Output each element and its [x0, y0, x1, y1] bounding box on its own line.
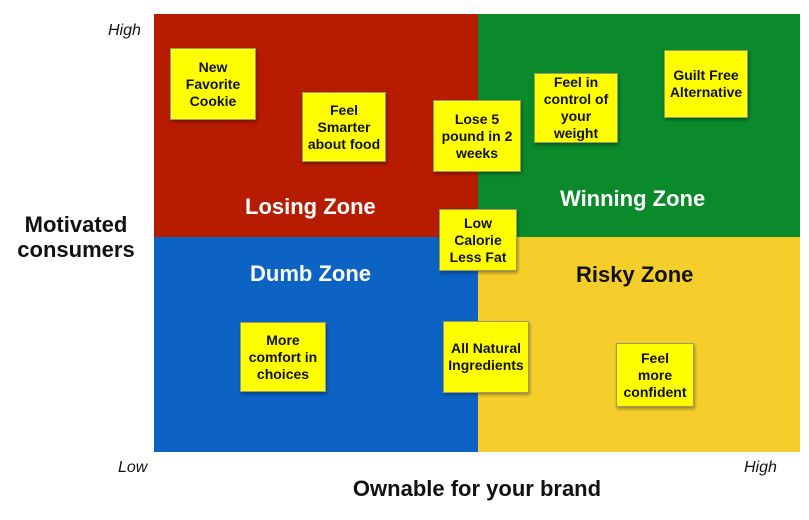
x-axis-low-label: Low: [118, 459, 148, 476]
note-feel-in-control: Feel in control of your weight: [534, 73, 618, 143]
note-new-favorite-cookie: New Favorite Cookie: [170, 48, 256, 120]
y-axis-title: Motivated consumers: [17, 212, 135, 262]
note-low-calorie: Low Calorie Less Fat: [439, 209, 517, 271]
note-feel-confident: Feel more confident: [616, 343, 694, 407]
losing-zone-label: Losing Zone: [245, 194, 376, 219]
note-guilt-free: Guilt Free Alternative: [664, 50, 748, 118]
x-axis-title: Ownable for your brand: [352, 476, 602, 501]
y-axis-high-label: High: [108, 22, 141, 39]
note-all-natural: All Natural Ingredients: [443, 321, 529, 393]
winning-zone-label: Winning Zone: [560, 186, 706, 211]
note-feel-smarter: Feel Smarter about food: [302, 92, 386, 162]
risky-zone-label: Risky Zone: [576, 262, 694, 287]
dumb-zone-label: Dumb Zone: [250, 261, 371, 286]
x-axis-high-label: High: [744, 459, 777, 476]
note-more-comfort: More comfort in choices: [240, 322, 326, 392]
note-lose-5-pounds: Lose 5 pound in 2 weeks: [433, 100, 521, 172]
